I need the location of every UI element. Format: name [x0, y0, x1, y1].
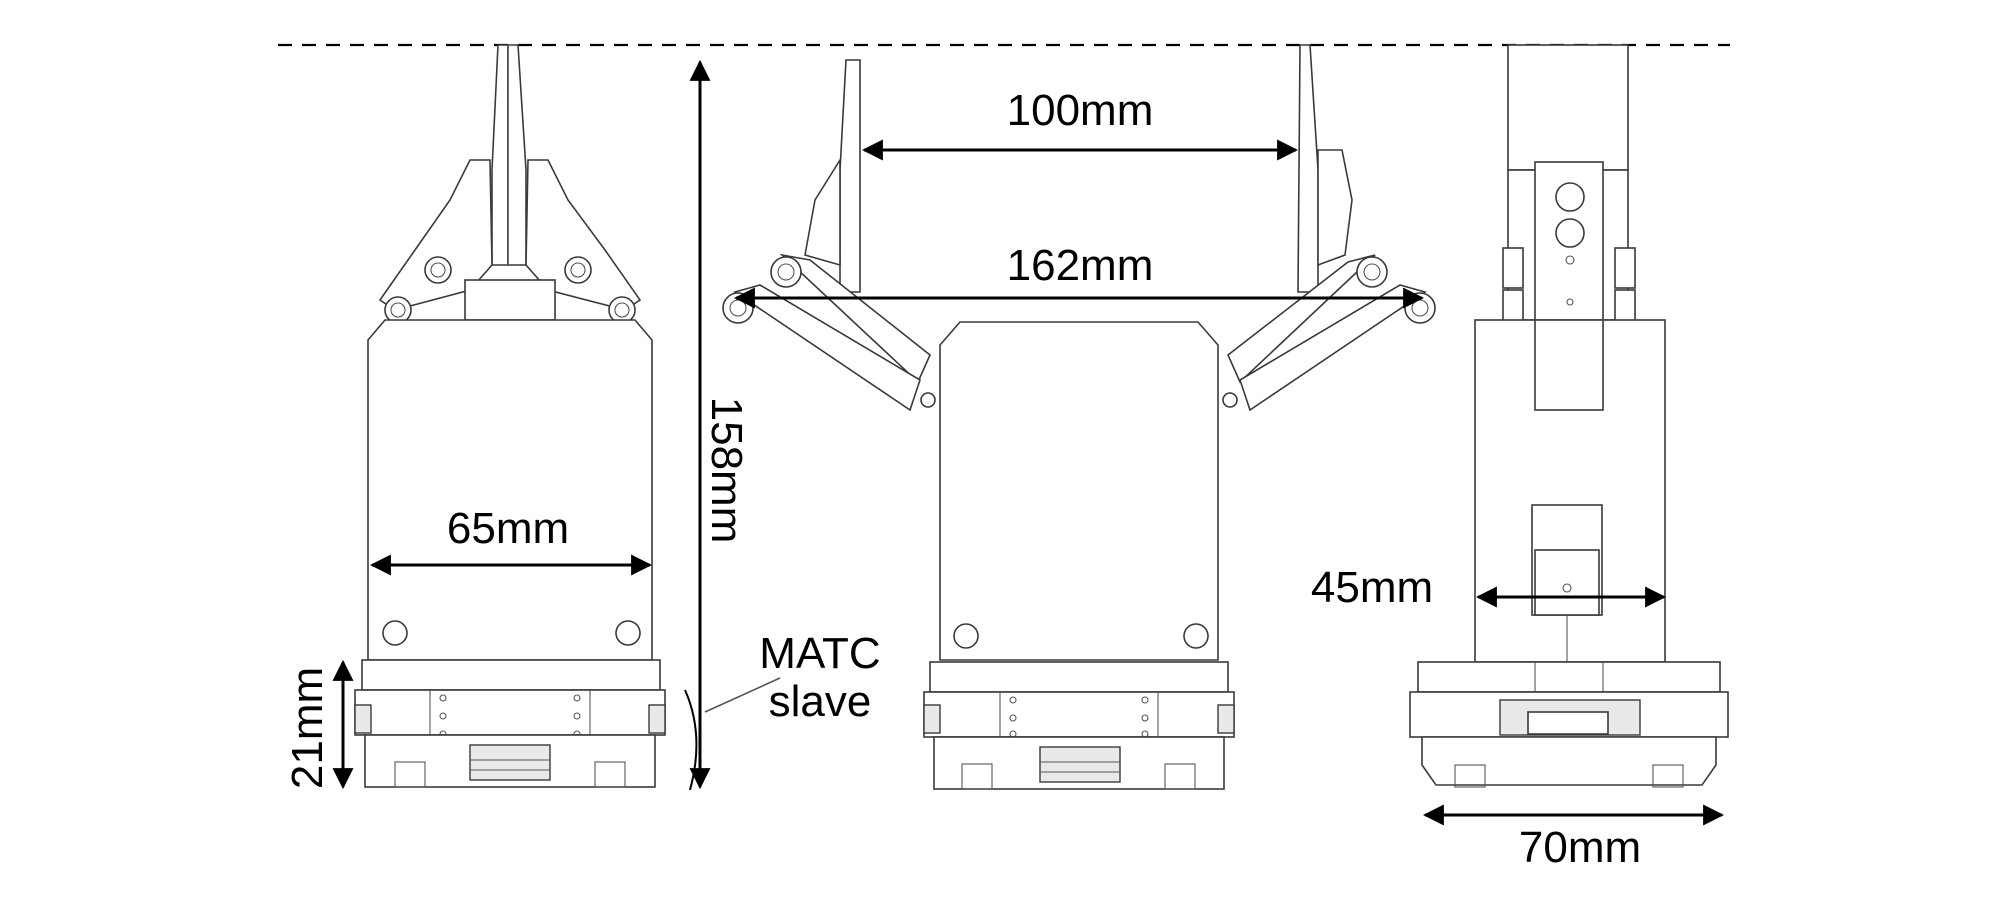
closed-finger-right — [507, 44, 527, 266]
matc-label-line1: MATC — [759, 629, 880, 678]
matc-slave-leader — [704, 677, 781, 713]
side-finger — [1507, 44, 1629, 171]
closed-pivots — [384, 256, 636, 324]
side-matc-slave — [1409, 661, 1729, 788]
side-view — [1409, 44, 1729, 788]
open-matc-slave — [923, 661, 1235, 790]
closed-finger-left — [491, 44, 509, 266]
matc-slave-bracket — [684, 689, 698, 791]
dim-width-front-label: 65mm — [447, 504, 569, 553]
open-housing — [939, 321, 1219, 661]
open-finger-left — [839, 59, 861, 293]
dim-mount-height-label: 21mm — [283, 667, 332, 789]
closed-matc-slave — [354, 659, 666, 788]
open-finger-right — [1297, 44, 1319, 293]
matc-label-line2: slave — [769, 677, 872, 726]
dim-stroke-label: 100mm — [1007, 86, 1154, 135]
front-view-closed — [354, 44, 666, 788]
closed-housing — [367, 319, 653, 661]
dim-span-open-label: 162mm — [1007, 241, 1154, 290]
dim-height-total-label: 158mm — [702, 397, 751, 544]
dim-side-width-label: 70mm — [1519, 823, 1641, 872]
open-links — [733, 253, 1427, 412]
dim-side-inner-label: 45mm — [1311, 563, 1433, 612]
front-view-open — [722, 44, 1436, 790]
